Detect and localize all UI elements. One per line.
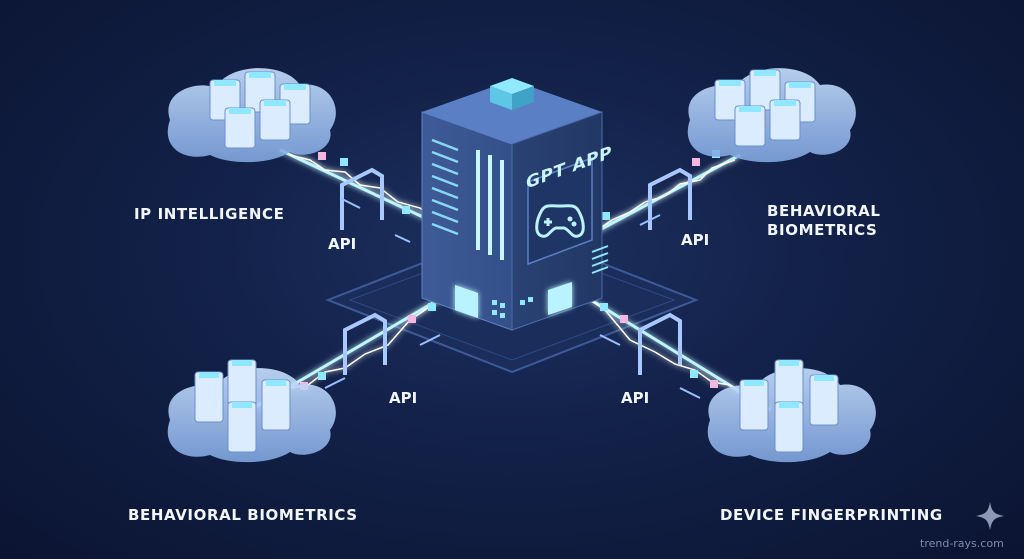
cloud-behavioral-biometrics-top bbox=[687, 68, 856, 163]
gamepad-icon bbox=[535, 204, 585, 238]
watermark-text: trend-rays.com bbox=[920, 537, 1004, 550]
flow-arrows bbox=[324, 197, 701, 399]
label-behavioral-biometrics-bottom: BEHAVIORAL BIOMETRICS bbox=[128, 506, 358, 524]
server-stack-device bbox=[739, 359, 839, 453]
cloud-device-fingerprinting bbox=[707, 359, 876, 463]
label-behavioral-biometrics-top-line1: BEHAVIORAL bbox=[767, 202, 881, 220]
cloud-ip-intelligence bbox=[167, 68, 336, 163]
server-stack-bio-bottom bbox=[194, 359, 291, 453]
api-label-bottom-left: API bbox=[389, 389, 418, 407]
label-behavioral-biometrics-top-line2: BIOMETRICS bbox=[767, 221, 878, 239]
server-stack-bio-top bbox=[714, 69, 816, 147]
api-gate-bottom-right bbox=[638, 312, 682, 375]
label-device-fingerprinting: DEVICE FINGERPRINTING bbox=[720, 506, 943, 524]
sparkle-icon bbox=[976, 502, 1004, 530]
api-gate-top-left bbox=[340, 167, 384, 230]
data-beam-top-right bbox=[589, 153, 741, 237]
api-label-top-right: API bbox=[681, 231, 710, 249]
api-label-bottom-right: API bbox=[621, 389, 650, 407]
data-beam-top-left bbox=[279, 148, 441, 227]
cloud-behavioral-biometrics-bottom bbox=[167, 359, 336, 463]
api-gate-top-right bbox=[648, 167, 692, 230]
api-gate-bottom-left bbox=[343, 312, 387, 375]
api-label-top-left: API bbox=[328, 235, 357, 253]
label-ip-intelligence: IP INTELLIGENCE bbox=[134, 205, 285, 223]
